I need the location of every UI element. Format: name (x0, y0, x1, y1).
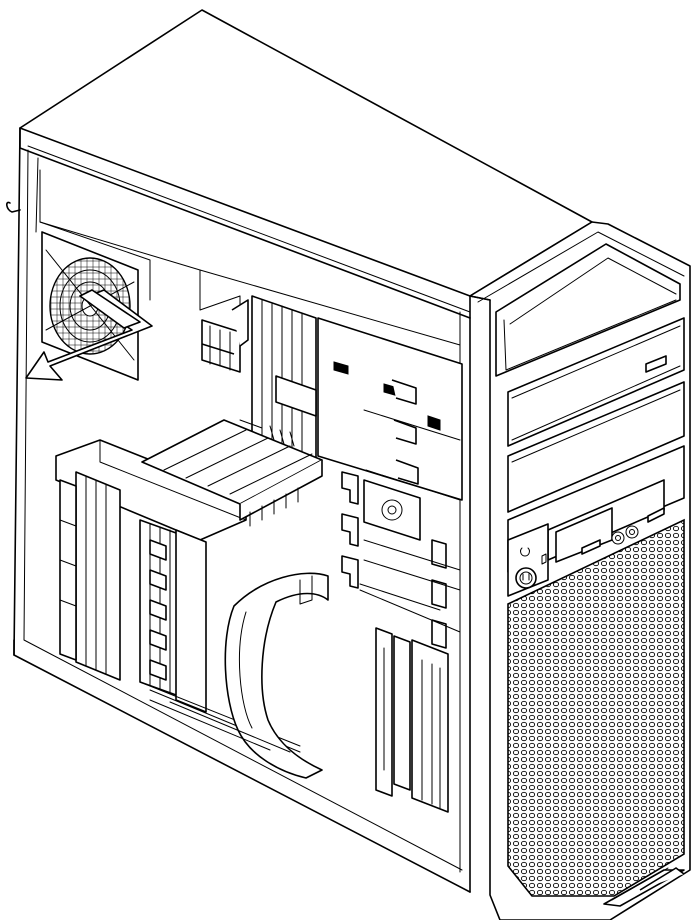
front-mesh-grille (507, 518, 685, 907)
system-fan (41, 231, 139, 381)
card-guide-cage (55, 439, 247, 681)
removal-arrow-icon (25, 289, 153, 381)
front-io-panel (507, 479, 665, 597)
headphone-jack-icon (611, 531, 625, 545)
bottom-rails (149, 589, 461, 813)
chassis-frame (6, 127, 471, 893)
hard-drive-bay (359, 479, 461, 611)
optical-drive-bay-2 (507, 381, 685, 513)
power-connectors (201, 299, 249, 373)
optical-drive-cage (317, 317, 463, 501)
drive-latches (341, 471, 447, 649)
ribbon-cable (224, 572, 329, 779)
power-supply-bay (39, 169, 461, 346)
usb-port-icon (581, 507, 665, 555)
hdd-trays (139, 519, 301, 753)
microphone-jack-icon (625, 525, 639, 539)
expansion-card-area (239, 295, 317, 471)
cpu-heatsink (141, 419, 323, 527)
power-button-icon (515, 547, 547, 589)
optical-drive-bay-1 (507, 317, 685, 447)
